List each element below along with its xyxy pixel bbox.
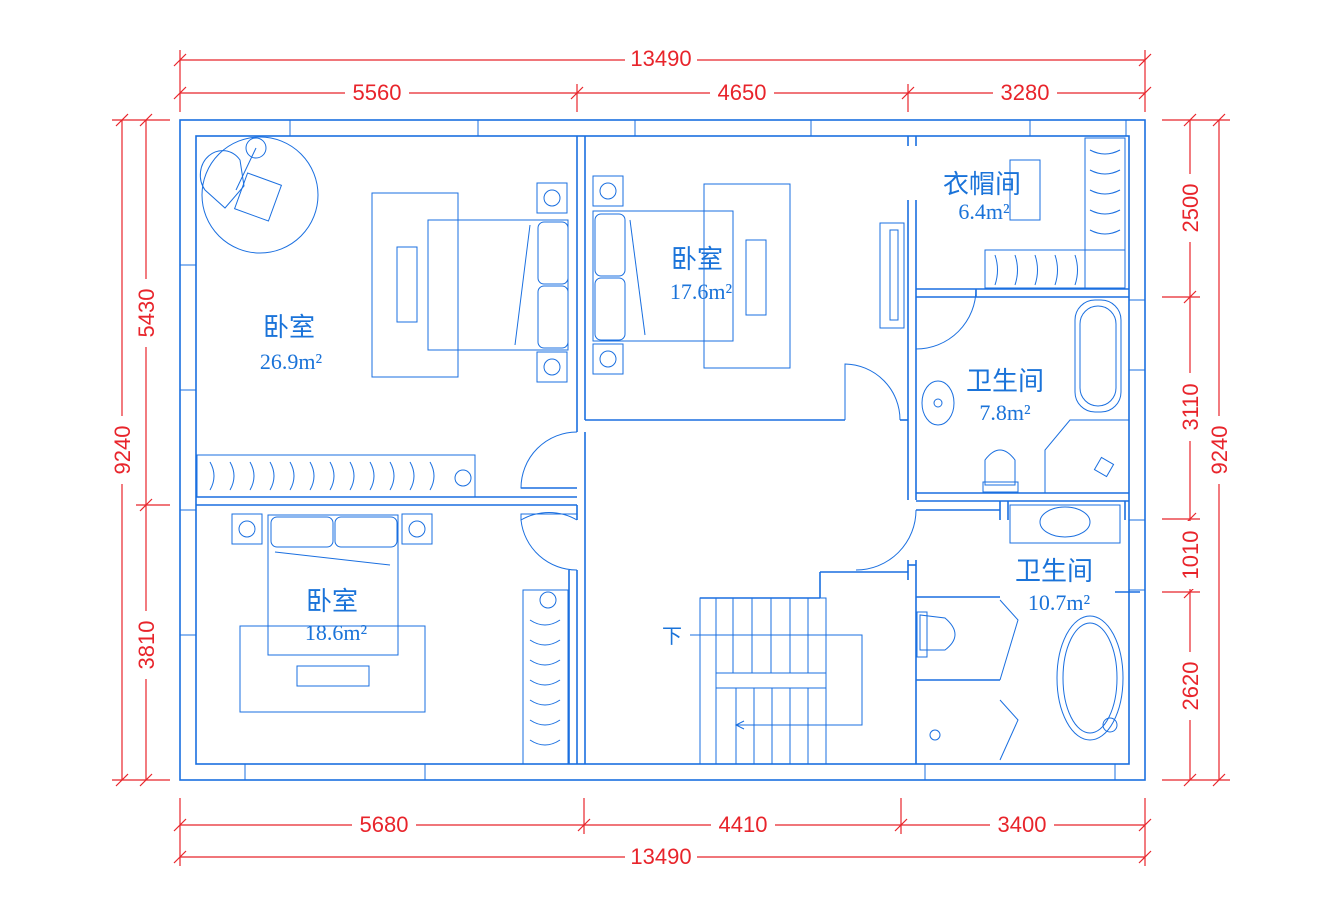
room-name-middle-bedroom: 卧室 [671,245,723,275]
dim-right-seg-2: 3110 [1178,383,1203,430]
middle-bedroom-furniture [592,175,905,375]
dim-top-seg-3: 3280 [1001,80,1050,105]
room-area-lower-bedroom: 18.6m² [305,620,368,645]
dim-top-seg-1: 5560 [353,80,402,105]
dim-bottom-seg-2: 4410 [719,812,768,837]
master-bedroom-furniture [199,136,569,383]
room-name-bathroom-lower: 卫生间 [1015,557,1093,587]
hallway-wardrobe [196,454,476,498]
dim-top-total: 13490 [630,46,691,71]
dim-bottom-seg-1: 5680 [360,812,409,837]
dimension-lines [112,50,1230,866]
room-area-master-bedroom: 26.9m² [260,349,323,374]
dim-right-total: 9240 [1207,426,1232,475]
dim-right-seg-4: 2620 [1178,662,1203,711]
dim-top-seg-2: 4650 [718,80,767,105]
dim-bottom-total: 13490 [630,844,691,869]
dim-left-seg-2: 3810 [134,621,159,670]
dimension-labels: 13490 5560 4650 3280 5680 4410 3400 1349… [110,46,1233,869]
dim-bottom-seg-3: 3400 [998,812,1047,837]
bathroom-upper-fixtures [921,299,1129,493]
room-area-bathroom-lower: 10.7m² [1028,590,1091,615]
lower-bedroom-furniture [231,513,569,765]
room-area-bathroom-upper: 7.8m² [979,400,1031,425]
room-area-cloakroom: 6.4m² [958,199,1010,224]
stair-label: 下 [662,624,682,648]
cloakroom-furniture [984,137,1126,289]
staircase: 下 [662,597,863,765]
bathroom-lower-fixtures [916,504,1124,741]
room-name-lower-bedroom: 卧室 [306,587,358,617]
dim-left-total: 9240 [110,426,135,475]
dim-left-seg-1: 5430 [134,289,159,338]
room-name-master-bedroom: 卧室 [263,313,315,343]
room-name-bathroom-upper: 卫生间 [966,367,1044,397]
room-labels: 卧室 26.9m² 卧室 17.6m² 衣帽间 6.4m² 卫生间 7.8m² … [260,170,1093,645]
room-area-middle-bedroom: 17.6m² [670,279,733,304]
room-name-cloakroom: 衣帽间 [943,170,1021,200]
dim-right-seg-3: 1010 [1178,531,1203,580]
dim-right-seg-1: 2500 [1178,184,1203,233]
